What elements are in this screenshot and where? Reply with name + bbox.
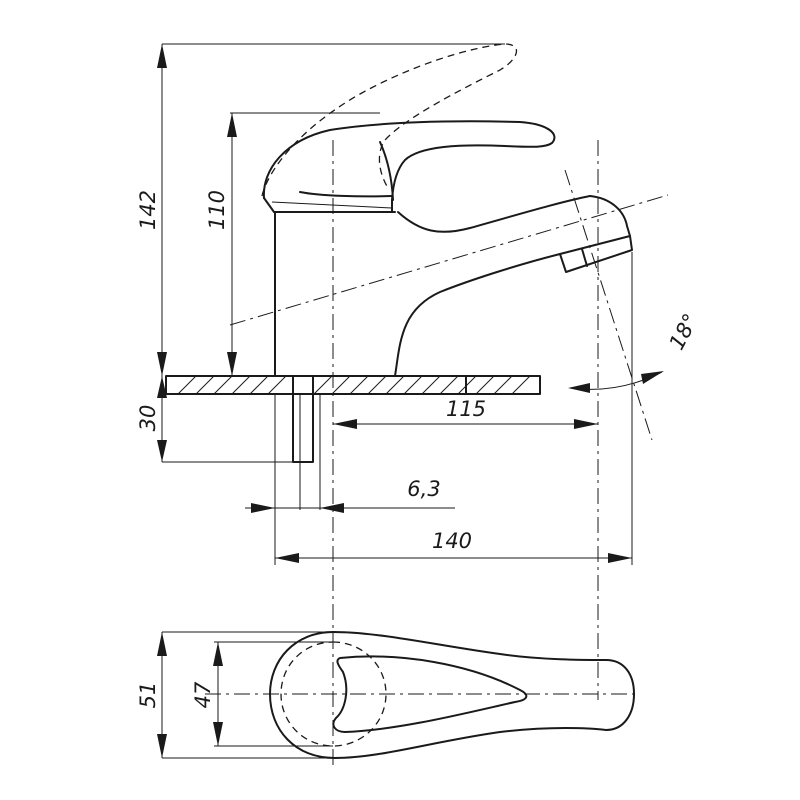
aerator-axis-line — [564, 169, 653, 441]
dim-thread-offset — [245, 503, 455, 513]
label-spout-height: 110 — [205, 190, 229, 230]
side-view: 142 110 30 115 — [136, 43, 703, 765]
label-spout-angle: 18° — [664, 310, 703, 354]
faucet-body — [274, 195, 633, 377]
label-total-height: 142 — [136, 190, 160, 230]
label-base-diameter: 47 — [191, 681, 215, 708]
dim-base-diameter — [213, 641, 333, 747]
top-view-lever — [332, 655, 528, 733]
top-view: 51 47 — [136, 631, 640, 759]
label-spout-reach: 115 — [446, 397, 486, 421]
mounting-deck-section — [165, 375, 541, 395]
dim-spout-angle — [568, 371, 664, 393]
label-deck-thickness: 30 — [136, 405, 160, 432]
dim-overall-length — [274, 252, 633, 565]
label-overall-length: 140 — [432, 529, 472, 553]
top-view-body-outline — [269, 631, 635, 759]
dim-spout-reach — [333, 419, 598, 429]
label-body-width: 51 — [136, 682, 160, 709]
dim-total-height — [157, 43, 505, 376]
lever-handle — [262, 120, 556, 213]
dim-deck-thickness — [157, 376, 293, 463]
spout-axis-line — [229, 194, 669, 326]
label-thread-offset: 6,3 — [407, 477, 440, 501]
dim-spout-height — [227, 112, 380, 376]
threaded-stud — [292, 375, 321, 510]
dim-body-width — [157, 631, 335, 759]
raised-handle-outline — [261, 43, 518, 197]
